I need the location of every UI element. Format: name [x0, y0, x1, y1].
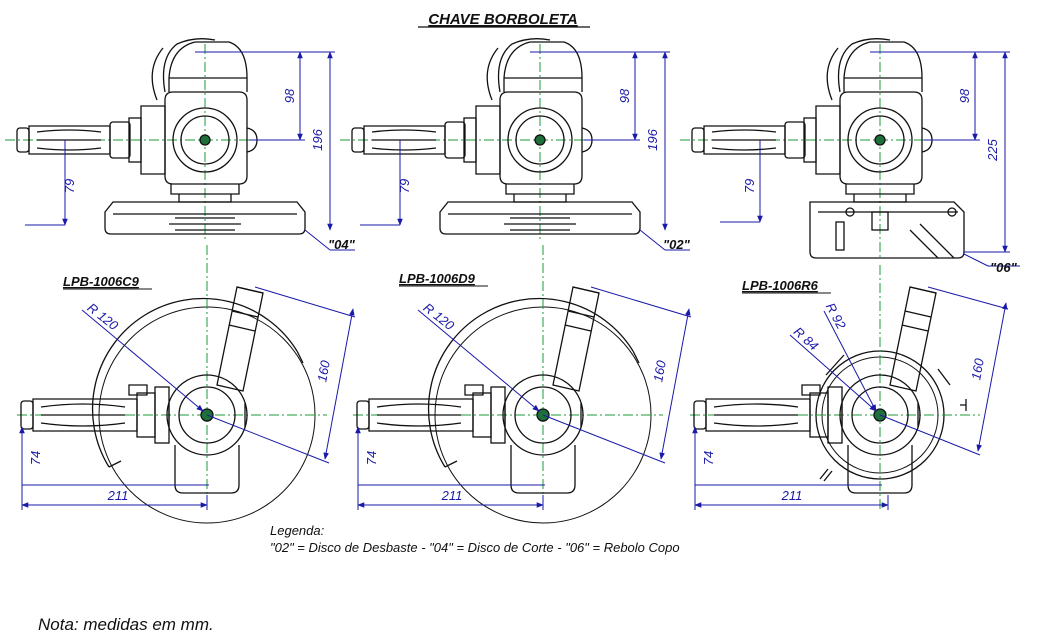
side-view-04 — [5, 38, 355, 251]
side-02-dim-side: 79 — [397, 179, 412, 193]
drawing-title: CHAVE BORBOLETA — [428, 11, 577, 28]
legend-title: Legenda: — [270, 523, 325, 538]
legend-text: "02" = Disco de Desbaste - "04" = Disco … — [270, 540, 680, 555]
side-view-06 — [680, 38, 1020, 267]
side-04-dim-total: 196 — [310, 128, 325, 150]
top-view-3-width: 211 — [781, 488, 803, 503]
top-view-2-model: LPB-1006D9 — [399, 271, 476, 286]
side-view-02 — [340, 38, 690, 251]
top-view-2-length: 160 — [650, 358, 669, 383]
top-view-2 — [353, 245, 692, 524]
top-view-1-model: LPB-1006C9 — [63, 274, 140, 289]
side-06-dim-top: 98 — [957, 88, 972, 103]
side-04-tag: "04" — [328, 237, 356, 252]
side-06-dim-side: 79 — [742, 179, 757, 193]
side-02-dim-top: 98 — [617, 88, 632, 103]
side-02-dim-total: 196 — [645, 128, 660, 150]
side-04-dim-top: 98 — [282, 88, 297, 103]
side-04-dim-side: 79 — [62, 179, 77, 193]
top-view-2-height: 74 — [364, 451, 379, 465]
top-view-1-height: 74 — [28, 451, 43, 465]
side-02-tag: "02" — [663, 237, 691, 252]
top-view-1-length: 160 — [314, 358, 333, 383]
top-view-1 — [17, 245, 356, 524]
top-view-3-length: 160 — [968, 356, 987, 381]
top-view-2-width: 211 — [441, 488, 463, 503]
side-06-tag: "06" — [990, 260, 1018, 275]
top-view-3 — [690, 265, 1009, 510]
top-view-1-width: 211 — [107, 488, 129, 503]
side-06-dim-total: 225 — [985, 138, 1000, 161]
top-view-3-height: 74 — [701, 451, 716, 465]
note: Nota: medidas em mm. — [38, 615, 214, 634]
top-view-3-model: LPB-1006R6 — [742, 278, 819, 293]
